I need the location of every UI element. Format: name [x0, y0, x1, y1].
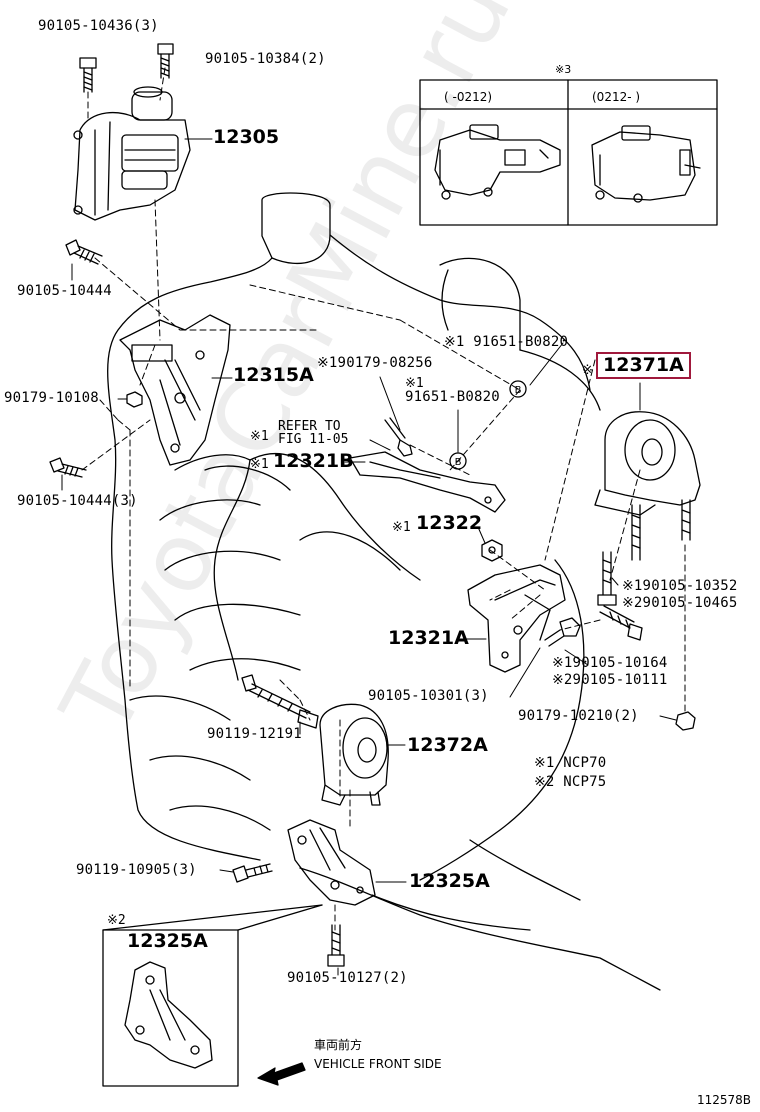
label-12325A: 12325A	[409, 870, 490, 892]
part-12321A	[467, 564, 566, 673]
label-90105-10384: 90105-10384(2)	[205, 51, 326, 67]
bolt-90105-10164	[599, 605, 643, 641]
label-90105-10465: ※290105-10465	[622, 595, 738, 611]
label-12305: 12305	[213, 126, 280, 148]
label-12371A-mark: ※	[582, 363, 593, 378]
bolt-90105-10444-lower	[49, 457, 87, 478]
label-90105-10444: 90105-10444	[17, 283, 112, 299]
note-ncp75: ※2 NCP75	[534, 774, 607, 790]
label-90105-10111: ※290105-10111	[552, 672, 668, 688]
label-90179-10108: 90179-10108	[4, 390, 99, 406]
inset-top-left-drawing	[434, 124, 561, 200]
label-90119-10905: 90119-10905(3)	[76, 862, 197, 878]
engine-outline	[107, 192, 661, 991]
bolt-90119-10905	[232, 863, 273, 883]
nut-90179-10108	[126, 391, 143, 408]
part-12315A	[119, 314, 231, 466]
label-90105-10352: ※190105-10352	[622, 578, 738, 594]
inset-top-left-header: ( -0212)	[444, 90, 492, 104]
inset-top-marker: ※3	[555, 63, 571, 76]
label-90179-08256: ※190179-08256	[317, 355, 433, 371]
guide-lines	[81, 67, 686, 931]
inset-top-box	[419, 79, 718, 226]
callout-b-group	[449, 380, 527, 470]
bolt-90105-10127	[327, 924, 345, 967]
callout-b-lower: B	[455, 457, 462, 468]
label-91651-B0820-upper: ※1 91651-B0820	[444, 334, 569, 350]
vehicle-front-arrow-icon	[257, 1062, 306, 1086]
part-12371A	[594, 411, 701, 561]
callout-b-upper: B	[515, 385, 522, 396]
part-12325A	[287, 819, 376, 906]
bolt-90105-10444-upper	[65, 239, 103, 265]
inset-top-right-drawing	[591, 125, 701, 203]
label-90105-10164: ※190105-10164	[552, 655, 668, 671]
label-90105-10444-3: 90105-10444(3)	[17, 493, 138, 509]
label-90179-10210: 90179-10210(2)	[518, 708, 639, 724]
bolt-90105-10436	[79, 57, 97, 93]
label-12321A: 12321A	[388, 627, 469, 649]
part-12321B	[349, 451, 506, 513]
inset-bottom-label-12325A: 12325A	[127, 930, 208, 952]
nut-12322	[481, 539, 503, 562]
label-12371A-highlighted: 12371A	[596, 352, 691, 379]
label-12322-mark: ※1	[392, 520, 411, 535]
bolt-90119-12191	[241, 674, 319, 729]
label-90119-12191: 90119-12191	[207, 726, 302, 742]
inset-top-right-header: (0212- )	[592, 90, 640, 104]
label-90105-10301: 90105-10301(3)	[368, 688, 489, 704]
diagram-id: 112578B	[697, 1093, 752, 1107]
front-label-en: VEHICLE FRONT SIDE	[314, 1057, 442, 1071]
bolt-90105-10301	[544, 617, 581, 647]
label-91651-B0820-lower: 91651-B0820	[405, 389, 500, 405]
nut-90179-10210	[675, 711, 696, 731]
front-label-jp: 車両前方	[314, 1038, 363, 1052]
label-12322: 12322	[416, 512, 483, 534]
inset-bottom-part-drawing	[124, 961, 213, 1069]
label-12372A: 12372A	[407, 734, 488, 756]
label-12321B: 12321B	[273, 450, 354, 472]
note-ncp70: ※1 NCP70	[534, 755, 607, 771]
part-12372A	[319, 703, 389, 806]
part-12305	[73, 86, 191, 221]
bolt-90105-10384	[157, 43, 174, 79]
bolt-90105-10352	[597, 551, 617, 606]
label-90105-10436: 90105-10436(3)	[38, 18, 159, 34]
label-12321B-mark: ※1	[250, 457, 269, 472]
label-90105-10127: 90105-10127(2)	[287, 970, 408, 986]
label-91651-B0820-lower-mark: ※1	[405, 376, 424, 391]
refer-line-1: REFER TO	[278, 419, 341, 434]
label-12315A: 12315A	[233, 364, 314, 386]
leader-lines	[61, 138, 677, 976]
refer-mark: ※1	[250, 429, 269, 444]
bolt-90179-08256	[384, 417, 413, 457]
inset-bottom-mark: ※2	[107, 913, 126, 928]
refer-line-2: FIG 11-05	[278, 432, 349, 447]
inset-bottom-box	[102, 904, 323, 1087]
